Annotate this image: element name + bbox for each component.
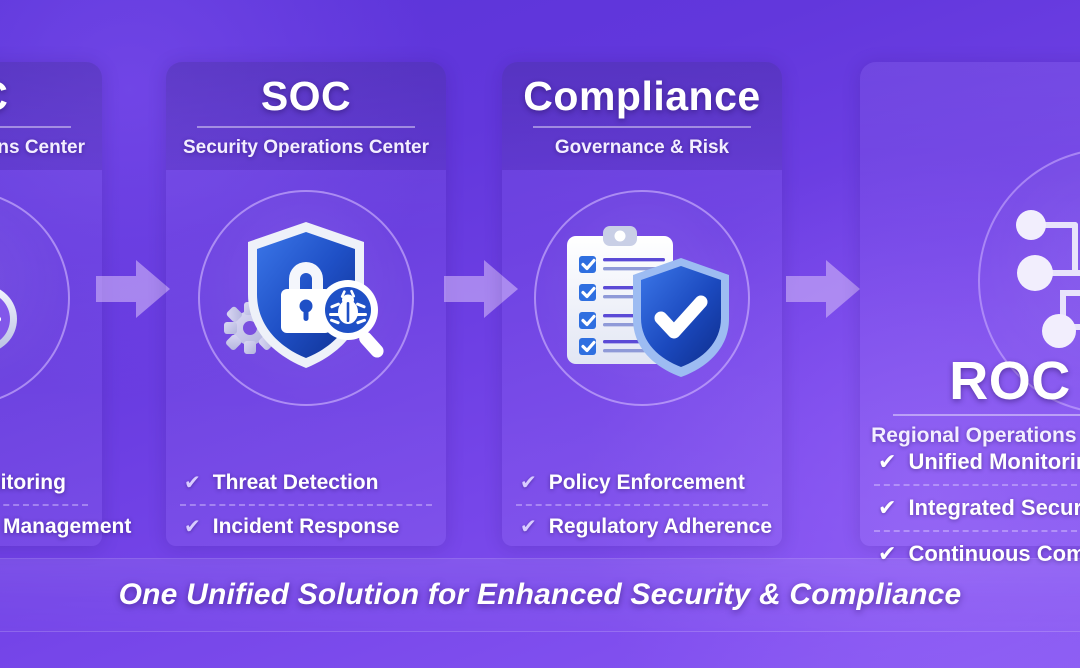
card-noc-subtitle: Network Operations Center	[0, 137, 85, 158]
check-icon: ✔	[520, 472, 537, 494]
card-noc-bullets: ✔ Network Monitoring ✔ Performance Manag…	[0, 462, 131, 548]
card-roc-title-rule	[893, 414, 1080, 416]
card-compliance-title-rule	[532, 126, 752, 128]
list-item[interactable]: ✔ Integrated Security	[874, 484, 1080, 530]
bullet-label: Policy Enforcement	[548, 471, 745, 494]
card-compliance-title: Compliance	[523, 73, 761, 119]
card-noc-title-rule	[0, 126, 72, 128]
list-item[interactable]: ✔ Performance Management	[0, 504, 131, 548]
bullet-label: Regulatory Adherence	[548, 515, 773, 538]
card-soc-bullets: ✔ Threat Detection ✔ Incident Response	[180, 462, 432, 548]
list-item[interactable]: ✔ Policy Enforcement	[516, 462, 768, 504]
check-icon: ✔	[184, 472, 201, 494]
check-icon: ✔	[878, 495, 897, 520]
arrow-noc-to-soc-icon	[96, 258, 170, 320]
bullet-label: Performance Management	[0, 515, 132, 538]
list-item[interactable]: ✔ Incident Response	[180, 504, 432, 548]
bullet-label: Unified Monitoring	[908, 449, 1080, 474]
list-item[interactable]: ✔ Network Monitoring	[0, 462, 88, 504]
card-roc-bullets: ✔ Unified Monitoring ✔ Integrated Securi…	[874, 440, 1080, 576]
card-roc-subtitle: Regional Operations Center	[871, 424, 1080, 447]
gear-clock-icon	[0, 190, 70, 406]
bullet-label: Integrated Security	[908, 495, 1080, 520]
card-roc[interactable]: ROC Regional Operations Center ✔ Unified…	[860, 62, 1080, 566]
card-soc[interactable]: SOC Security Operations Center	[166, 62, 446, 546]
check-icon: ✔	[520, 516, 537, 538]
card-soc-subtitle: Security Operations Center	[182, 137, 430, 158]
bullet-label: Incident Response	[212, 515, 400, 538]
card-compliance-bullets: ✔ Policy Enforcement ✔ Regulatory Adhere…	[516, 462, 772, 548]
check-icon: ✔	[184, 516, 201, 538]
card-noc[interactable]: NOC Network Operations Center	[0, 62, 131, 548]
card-noc-title: NOC	[0, 68, 102, 124]
check-icon: ✔	[878, 449, 897, 474]
card-soc-title: SOC	[260, 73, 352, 119]
clipboard-checklist-shield-icon	[534, 190, 750, 406]
tagline: One Unified Solution for Enhanced Securi…	[118, 578, 962, 611]
card-soc-header: SOC Security Operations Center	[166, 62, 446, 170]
bullet-label: Threat Detection	[212, 471, 379, 494]
card-compliance[interactable]: Compliance Governance & Risk	[502, 62, 782, 546]
list-item[interactable]: ✔ Regulatory Adherence	[516, 504, 772, 548]
card-compliance-header: Compliance Governance & Risk	[502, 62, 782, 170]
check-icon: ✔	[878, 541, 897, 566]
card-soc-title-rule	[196, 126, 416, 128]
arrow-compliance-to-roc-icon	[786, 258, 860, 320]
arrow-soc-to-compliance-icon	[444, 258, 518, 320]
bullet-label: Continuous Compliance	[908, 541, 1080, 566]
bullet-label: Network Monitoring	[0, 471, 66, 494]
list-item[interactable]: ✔ Threat Detection	[180, 462, 432, 504]
list-item[interactable]: ✔ Unified Monitoring	[874, 440, 1080, 484]
card-roc-header	[860, 62, 1080, 68]
shield-lock-bug-magnifier-icon	[198, 190, 414, 406]
card-roc-heading-block: ROC Regional Operations Center	[860, 350, 1080, 447]
card-compliance-subtitle: Governance & Risk	[554, 137, 730, 158]
list-item[interactable]: ✔ Continuous Compliance	[874, 530, 1080, 576]
card-noc-header: NOC Network Operations Center	[0, 62, 102, 170]
card-roc-title: ROC	[949, 351, 1071, 411]
bottom-banner: One Unified Solution for Enhanced Securi…	[0, 558, 1080, 632]
